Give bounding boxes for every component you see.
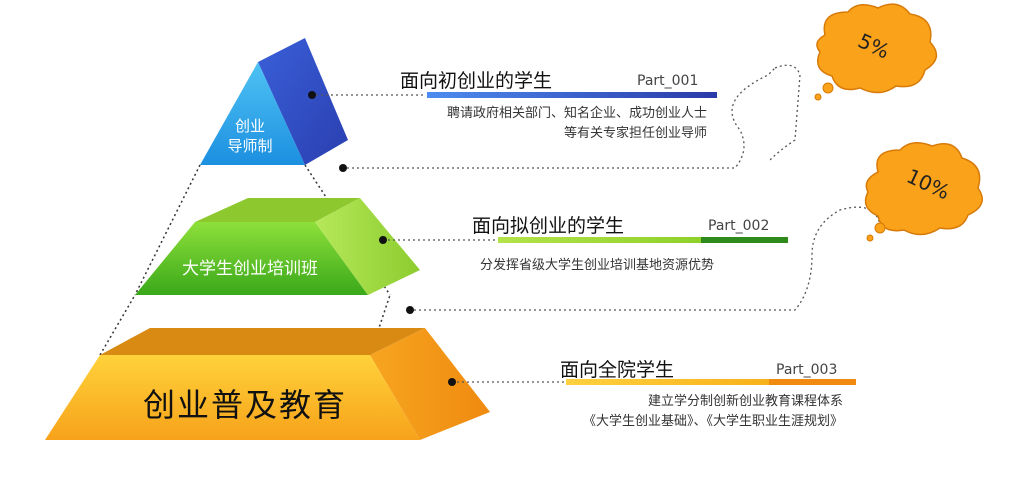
section-1-part: Part_001 bbox=[637, 73, 699, 89]
tier-top-label-line2: 导师制 bbox=[227, 137, 273, 155]
section-3-bar bbox=[566, 379, 856, 385]
section-1-title: 面向初创业的学生 bbox=[400, 70, 553, 92]
tier-top-label-line1: 创业 bbox=[234, 117, 265, 135]
section-3-desc-line1: 建立学分制创新创业教育课程体系 bbox=[647, 394, 843, 409]
connector-dot-3 bbox=[448, 378, 456, 386]
connector-dot-1 bbox=[308, 91, 316, 99]
section-3-desc-line2: 《大学生创业基础》、《大学生职业生涯规划》 bbox=[582, 414, 843, 429]
section-2-desc-line1: 分发挥省级大学生创业培训基地资源优势 bbox=[480, 258, 715, 273]
section-3-part: Part_003 bbox=[776, 362, 838, 378]
tier-bottom bbox=[45, 328, 490, 440]
tier-middle bbox=[135, 198, 420, 295]
section-1-bar bbox=[427, 92, 717, 98]
tier-top bbox=[200, 38, 348, 165]
tier-middle-label: 大学生创业培训班 bbox=[182, 259, 318, 279]
tier-bottom-label: 创业普及教育 bbox=[142, 386, 347, 424]
tier-top-label: 创业 导师制 bbox=[215, 116, 285, 156]
section-3-desc: 建立学分制创新创业教育课程体系 《大学生创业基础》、《大学生职业生涯规划》 bbox=[583, 392, 843, 432]
section-2-title: 面向拟创业的学生 bbox=[472, 215, 625, 237]
connector-dot-2b bbox=[406, 306, 414, 314]
section-2-part: Part_002 bbox=[708, 218, 770, 234]
section-2-desc: 分发挥省级大学生创业培训基地资源优势 bbox=[480, 256, 714, 276]
connectors bbox=[308, 91, 456, 386]
section-3-title: 面向全院学生 bbox=[560, 359, 675, 381]
section-1-desc-line1: 聘请政府相关部门、知名企业、成功创业人士 bbox=[446, 106, 707, 121]
connector-dot-2 bbox=[379, 236, 387, 244]
section-2-bar bbox=[498, 237, 788, 243]
section-1-desc-line2: 等有关专家担任创业导师 bbox=[563, 126, 707, 141]
bubble-1-cloud bbox=[814, 3, 938, 101]
connector-lines bbox=[316, 64, 881, 383]
section-1-desc: 聘请政府相关部门、知名企业、成功创业人士 等有关专家担任创业导师 bbox=[447, 104, 707, 144]
connector-dot-1b bbox=[339, 164, 347, 172]
bubble-2-cloud bbox=[864, 142, 983, 242]
